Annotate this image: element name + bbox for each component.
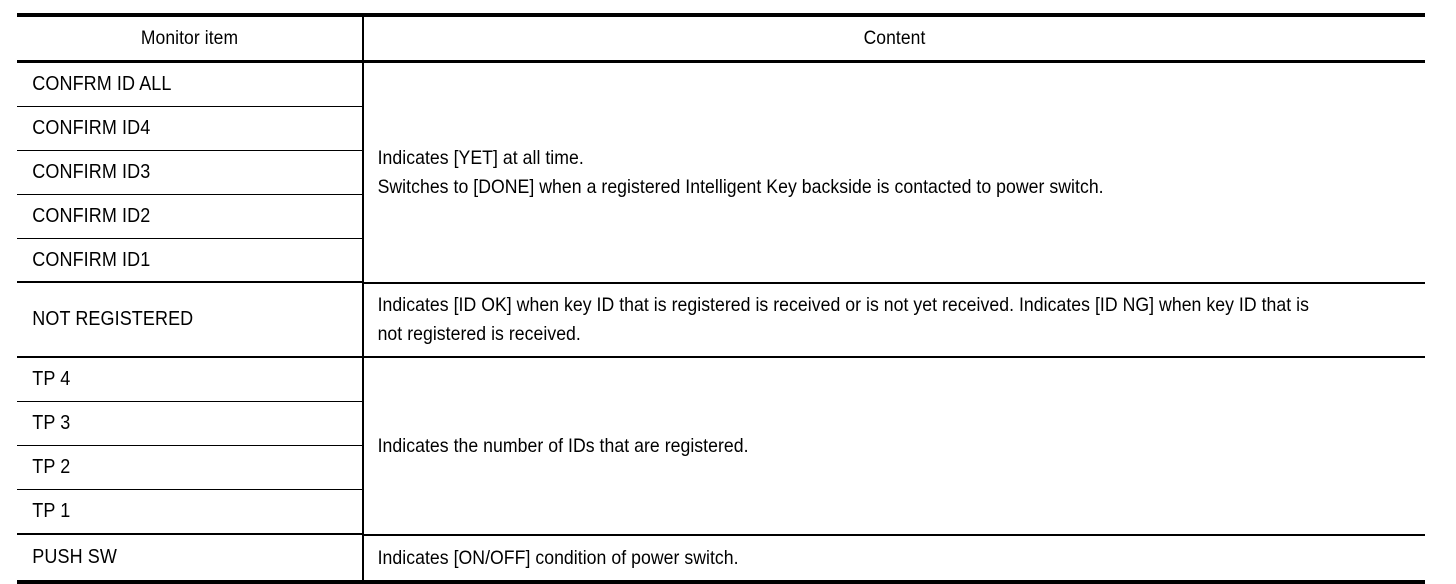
table-body: CONFRM ID ALL Indicates [YET] at all tim… [17,61,1425,582]
content-cell-not-registered: Indicates [ID OK] when key ID that is re… [363,283,1425,358]
item-label: CONFIRM ID2 [32,205,151,227]
table-row: CONFIRM ID3 [17,150,1425,195]
item-label: CONFIRM ID1 [32,248,151,271]
table-row: TP 3 [17,401,1425,446]
table-row: TP 2 [17,445,1425,490]
header-label-content: Content [863,27,926,49]
content-text: Indicates the number of IDs that are reg… [377,434,749,457]
table-row: CONFIRM ID2 [17,194,1425,239]
table-header: Monitor item Content [17,15,1425,63]
item-label: NOT REGISTERED [32,308,194,330]
item-label: CONFIRM ID3 [32,161,151,183]
item-cell-tp-2: TP 2 [17,445,364,490]
table-row: TP 1 [17,489,1425,535]
item-cell-confirm-id3: CONFIRM ID3 [17,150,364,195]
content-cell-confirm-id: Indicates [YET] at all time. Switches to… [363,61,1425,282]
table-row: CONFRM ID ALL Indicates [YET] at all tim… [17,61,1425,282]
content-text: Indicates [ON/OFF] condition of power sw… [377,546,739,569]
table-row: CONFIRM ID1 [17,238,1425,283]
item-label: TP 1 [32,500,71,522]
spacer [17,282,363,283]
table-row: TP 4 Indicates the number of IDs that ar… [17,357,1425,534]
item-cell-confrm-id-all: CONFRM ID ALL [17,61,364,107]
item-cell-confirm-id4: CONFIRM ID4 [17,106,364,151]
item-cell-confirm-id2: CONFIRM ID2 [17,194,364,239]
header-label-monitor-item: Monitor item [140,27,239,49]
item-label: TP 4 [32,368,71,390]
item-label: CONFRM ID ALL [32,73,172,95]
content-text: Indicates [YET] at all time. Switches to… [377,146,1104,198]
item-label: TP 2 [32,456,71,478]
spacer [17,534,363,535]
header-cell-content: Content [363,15,1425,63]
table-row: NOT REGISTERED Indicates [ID OK] when ke… [17,283,1425,358]
table-row: PUSH SW Indicates [ON/OFF] condition of … [17,535,1425,582]
item-label: TP 3 [32,412,71,434]
item-label: PUSH SW [32,546,117,568]
content-cell-push-sw: Indicates [ON/OFF] condition of power sw… [363,535,1425,582]
table-row: CONFIRM ID4 [17,106,1425,151]
header-cell-monitor-item: Monitor item [17,15,364,63]
item-cell-tp-1: TP 1 [17,489,364,535]
item-label: CONFIRM ID4 [32,117,151,139]
content-cell-tp: Indicates the number of IDs that are reg… [363,357,1425,534]
header-row: Monitor item Content [17,15,1425,63]
item-cell-confirm-id1: CONFIRM ID1 [17,238,364,283]
item-cell-not-registered: NOT REGISTERED [17,283,364,358]
item-cell-tp-4: TP 4 [17,357,364,402]
monitor-item-table: Monitor item Content CONFRM ID ALL Indic… [17,13,1425,584]
item-cell-tp-3: TP 3 [17,401,364,446]
item-cell-push-sw: PUSH SW [17,535,364,582]
content-text: Indicates [ID OK] when key ID that is re… [377,294,1310,345]
